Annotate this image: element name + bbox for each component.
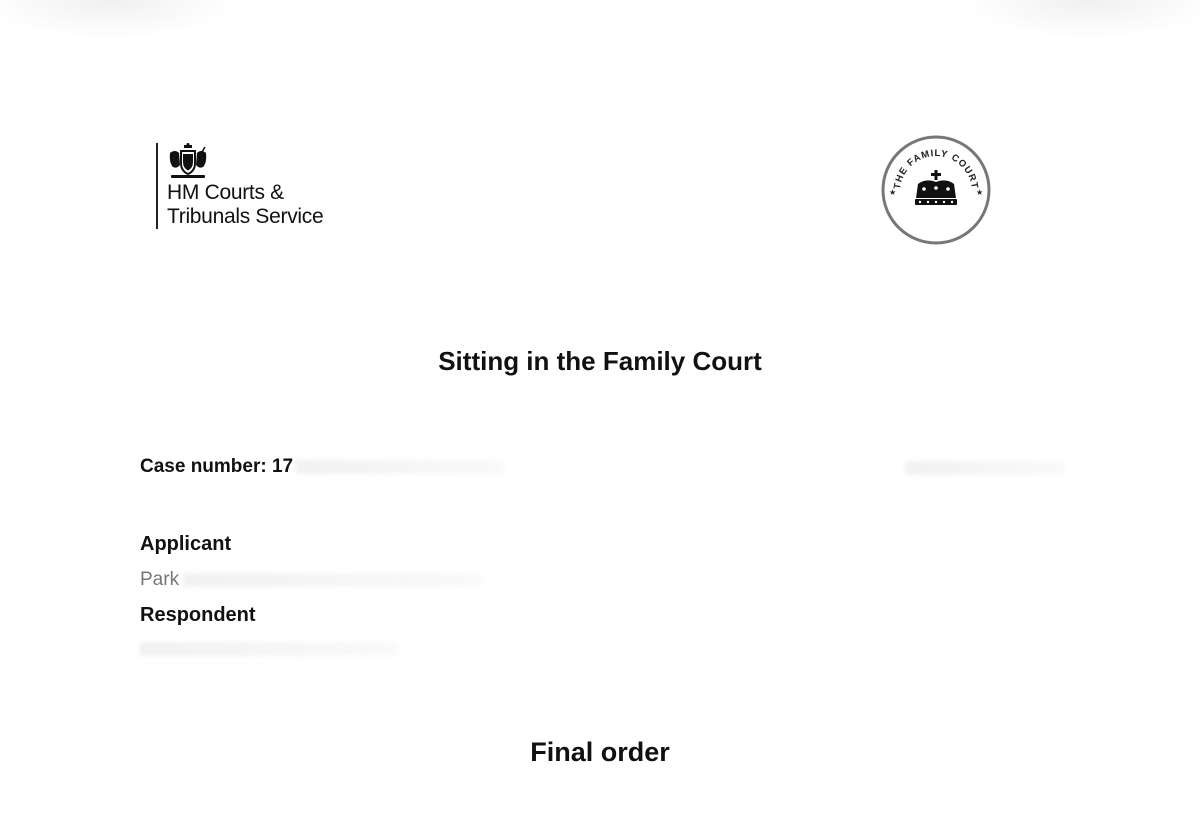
- crown-icon: [915, 170, 957, 205]
- applicant-name-visible: Park: [140, 569, 180, 590]
- family-court-seal: THE FAMILY COURT ★ ★: [881, 135, 991, 245]
- royal-crest-icon: [169, 143, 207, 178]
- redacted-date: [905, 461, 1065, 475]
- applicant-label: Applicant: [140, 533, 232, 555]
- applicant-name: Park: [140, 569, 484, 591]
- hmcts-logo: HM Courts & Tribunals Service: [156, 143, 324, 229]
- svg-text:★: ★: [889, 188, 896, 197]
- scan-shadow-left: [0, 0, 240, 40]
- redacted-respondent-name: [140, 642, 400, 656]
- hmcts-logo-text: HM Courts & Tribunals Service: [167, 181, 324, 228]
- respondent-label: Respondent: [140, 604, 256, 626]
- case-number-label: Case number: 17: [140, 456, 294, 477]
- redacted-case-number: [295, 459, 506, 474]
- redacted-applicant-name: [183, 572, 484, 587]
- svg-text:★: ★: [976, 188, 983, 197]
- page-heading: Sitting in the Family Court: [438, 346, 762, 376]
- order-title: Final order: [530, 737, 670, 767]
- scan-shadow-right: [960, 0, 1200, 40]
- case-number: Case number: 17: [140, 456, 506, 478]
